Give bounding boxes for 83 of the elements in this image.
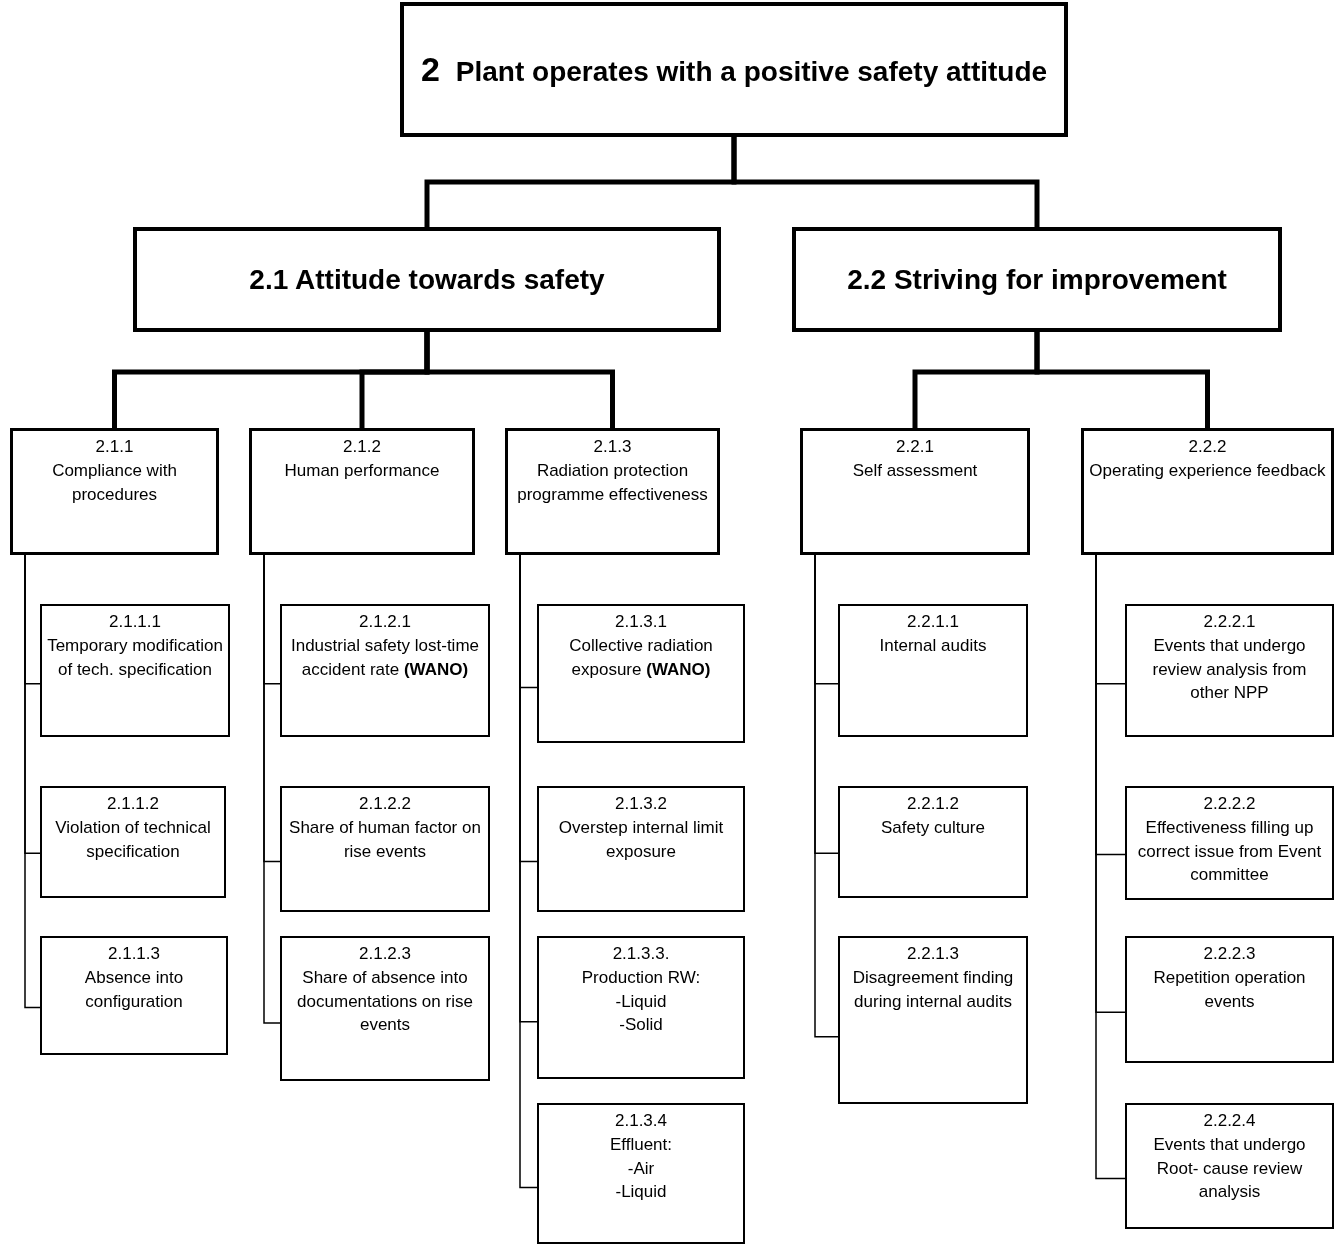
item-number: 2.2.1 (896, 436, 934, 458)
indicator-box (537, 1103, 745, 1244)
item-text: Share of human factor on rise events (288, 816, 482, 863)
item-text: Industrial safety lost-time accident rate (WANO) (290, 634, 480, 681)
item-text: Disagreement finding during internal audits (851, 966, 1015, 1013)
indicator-box (1125, 786, 1334, 900)
item-text: Events that undergo Root- cause review analysis (1152, 1133, 1307, 1204)
indicator-box (40, 604, 230, 737)
item-text: Violation of technical specification (54, 816, 212, 863)
root-box (400, 2, 1068, 137)
indicator-box (838, 604, 1028, 737)
subcategory-box (249, 428, 475, 555)
item-text: 2.1 Attitude towards safety (249, 263, 605, 297)
indicator-box (40, 936, 228, 1055)
indicator-box (40, 786, 226, 898)
connector-line (731, 137, 1040, 227)
item-number: 2.1.2 (343, 436, 381, 458)
item-text: -Air (627, 1157, 655, 1180)
item-text: Compliance with procedures (51, 459, 178, 506)
item-text: Internal audits (879, 634, 987, 657)
connector-line (24, 554, 41, 1009)
item-text: Production RW: (581, 966, 701, 989)
item-text: Radiation protection programme effectiveness (516, 459, 709, 506)
item-text: Collective radiation exposure (WANO) (568, 634, 714, 681)
item-number: 2.2.2.1 (1203, 611, 1256, 633)
item-number: 2.1.2.3 (359, 943, 411, 965)
item-number: 2.1.1 (95, 436, 134, 458)
item-text: Self assessment (852, 459, 978, 482)
connector-line (814, 554, 839, 1038)
item-number: 2.2.2.2 (1203, 793, 1256, 815)
heading-text: Plant operates with a positive safety attitude (455, 56, 1048, 88)
item-text: Overstep internal limit exposure (557, 816, 725, 863)
subcategory-box (505, 428, 720, 555)
connector-line (263, 554, 281, 1024)
category-box (792, 227, 1282, 332)
indicator-box (280, 786, 490, 912)
indicator-box (1125, 936, 1334, 1063)
subcategory-box (1081, 428, 1334, 555)
item-number: 2.1.1.2 (107, 793, 159, 815)
item-number: 2.1.3.1 (615, 611, 667, 633)
item-text: -Liquid (615, 1181, 667, 1204)
section-number: 2 (420, 50, 440, 89)
item-number: 2.1.1.3 (108, 943, 160, 965)
item-number: 2.1.2.1 (359, 611, 411, 633)
item-number: 2.1.2.2 (359, 793, 411, 815)
indicator-box (537, 936, 745, 1079)
item-number: 2.1.1.1 (109, 611, 161, 633)
item-text: Repetition operation events (1152, 966, 1307, 1013)
item-number: 2.1.3 (593, 436, 632, 458)
item-number: 2.2.1.1 (907, 611, 959, 633)
category-box (133, 227, 721, 332)
item-number: 2.1.3.3. (612, 943, 670, 965)
item-number: 2.2.2 (1188, 436, 1227, 458)
indicator-box (537, 786, 745, 912)
item-number: 2.2.1.2 (907, 793, 959, 815)
item-text: Effectiveness filling up correct issue from Event committee (1136, 816, 1323, 887)
subcategory-box (800, 428, 1030, 555)
subcategory-box (10, 428, 219, 555)
connector-line (424, 332, 615, 428)
item-text: -Liquid (615, 990, 667, 1013)
indicator-box (537, 604, 745, 743)
item-text: Human performance (284, 459, 440, 482)
item-number: 2.2.2.3 (1203, 943, 1256, 965)
indicator-box (280, 604, 490, 737)
item-text: Share of absence into documentations on rise events (296, 966, 474, 1037)
item-text: 2.2 Striving for improvement (847, 263, 1227, 297)
item-text: Absence into configuration (83, 966, 185, 1013)
item-text: Operating experience feedback (1089, 459, 1326, 482)
item-text: Safety culture (881, 816, 985, 839)
item-number: 2.2.2.4 (1203, 1110, 1256, 1132)
indicator-box (838, 786, 1028, 898)
item-number: 2.2.1.3 (907, 943, 959, 965)
indicator-box (1125, 604, 1334, 737)
item-text: Effluent: (609, 1133, 673, 1156)
indicator-box (280, 936, 490, 1081)
indicator-box (1125, 1103, 1334, 1229)
item-text: Temporary modification of tech. specification (46, 634, 224, 681)
item-number: 2.1.3.2 (615, 793, 667, 815)
connector-line (1034, 332, 1210, 428)
item-number: 2.1.3.4 (615, 1110, 667, 1132)
item-text: Events that undergo review analysis from other NPP (1151, 634, 1308, 705)
indicator-box (838, 936, 1028, 1104)
item-text: -Solid (619, 1014, 663, 1037)
